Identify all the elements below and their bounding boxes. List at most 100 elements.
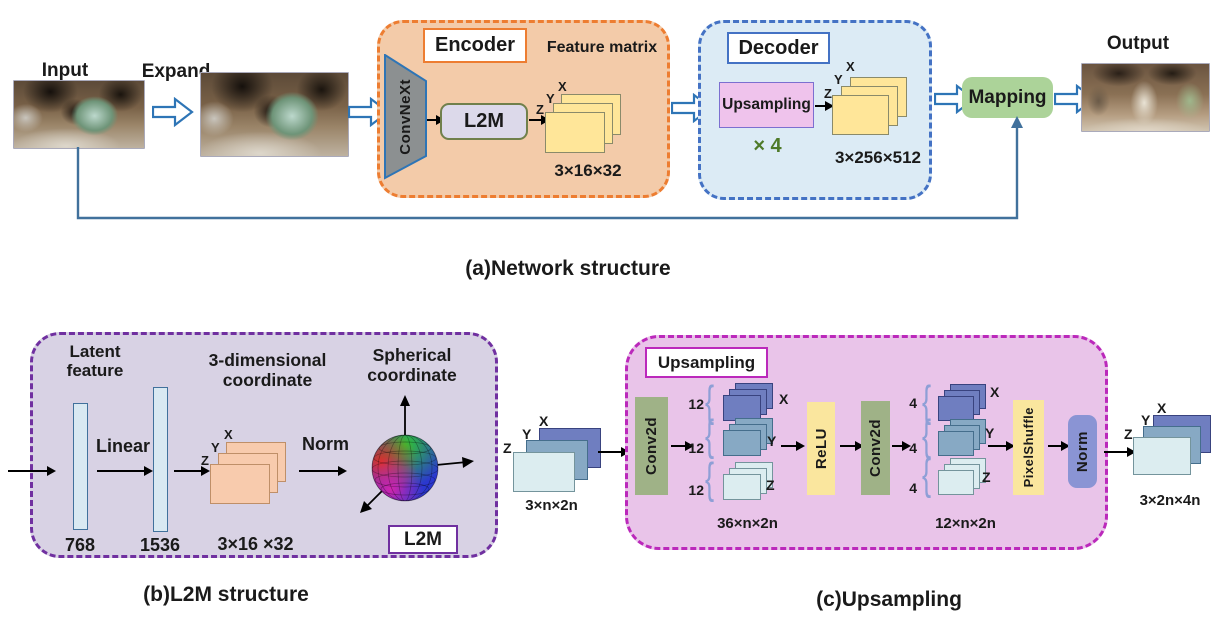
decoder-upsampling-box: Upsampling bbox=[719, 82, 814, 128]
upsampling-to-stack-arrow-icon bbox=[815, 101, 834, 111]
stack-card bbox=[210, 464, 270, 504]
axis-x-label: X bbox=[539, 413, 549, 429]
relu-label: ReLU bbox=[812, 427, 830, 470]
brace-icon: { bbox=[705, 454, 715, 503]
channel-count: 12 bbox=[688, 482, 704, 498]
axis-x-label: X bbox=[846, 59, 855, 74]
decoder-title: Decoder bbox=[727, 32, 830, 64]
brace-icon: { bbox=[922, 411, 932, 460]
pixelshuffle-label: PixelShuffle bbox=[1021, 407, 1036, 488]
relu-box: ReLU bbox=[807, 402, 835, 495]
brace-icon: { bbox=[922, 450, 932, 499]
brace-icon: { bbox=[922, 377, 932, 426]
axis-z-label: Z bbox=[1124, 426, 1133, 442]
latent-bar-768 bbox=[73, 403, 88, 530]
axis-z-label: Z bbox=[766, 477, 775, 493]
stack-card bbox=[513, 452, 575, 492]
axis-y-label: Y bbox=[211, 440, 220, 455]
c-norm-box: Norm bbox=[1068, 415, 1097, 488]
axis-z-label: Z bbox=[982, 469, 991, 485]
conv2d2-out-arrow-icon bbox=[892, 441, 911, 451]
c-title-box: Upsampling bbox=[645, 347, 768, 378]
l2m-to-stack-arrow-icon bbox=[529, 115, 550, 125]
channel-count: 12 bbox=[688, 396, 704, 412]
linear-label: Linear bbox=[95, 436, 151, 456]
stack-card bbox=[723, 395, 761, 421]
mid-dims-label: 3×n×2n bbox=[525, 497, 578, 514]
output-image bbox=[1081, 63, 1210, 132]
input-label: Input bbox=[41, 60, 89, 81]
stack-card bbox=[545, 112, 605, 153]
b-norm-label: Norm bbox=[301, 434, 349, 454]
coord3d-label: 3-dimensional coordinate bbox=[208, 350, 327, 390]
b-dims-label: 3×16 ×32 bbox=[217, 534, 294, 554]
expand-arrow-icon bbox=[152, 97, 194, 127]
decoder-dims-label: 3×256×512 bbox=[834, 148, 922, 167]
output-label: Output bbox=[1106, 33, 1170, 54]
caption-b: (b)L2M structure bbox=[143, 583, 309, 606]
axis-z-label: Z bbox=[503, 440, 512, 456]
stack-card bbox=[723, 430, 761, 456]
latent-bar-1536 bbox=[153, 387, 168, 532]
stack-card bbox=[832, 95, 889, 135]
channel-count: 4 bbox=[909, 480, 917, 496]
axis-x-label: X bbox=[779, 391, 789, 407]
c-output-arrow-icon bbox=[1104, 447, 1136, 457]
times4-label: × 4 bbox=[753, 135, 782, 157]
stack-card bbox=[938, 470, 974, 495]
sphere-graphic bbox=[360, 395, 474, 513]
axis-y-label: Y bbox=[985, 425, 995, 441]
axis-x-label: X bbox=[1157, 400, 1167, 416]
stack-card bbox=[938, 431, 974, 456]
axis-z-label: Z bbox=[536, 102, 544, 117]
mapping-box: Mapping bbox=[962, 77, 1053, 118]
expand-label: Expand bbox=[141, 61, 211, 82]
stack-card bbox=[1133, 437, 1191, 475]
group2-dims-label: 12×n×2n bbox=[935, 515, 996, 532]
l2m-tag-box: L2M bbox=[388, 525, 458, 554]
group1-out-arrow-icon bbox=[781, 441, 805, 451]
caption-c: (c)Upsampling bbox=[816, 588, 962, 611]
axis-z-label: Z bbox=[201, 453, 209, 468]
convnext-label: ConvNeXt bbox=[397, 79, 414, 155]
axis-x-label: X bbox=[558, 79, 567, 94]
conv2d-label: Conv2d bbox=[867, 418, 884, 477]
group1-dims-label: 36×n×2n bbox=[717, 515, 778, 532]
pixelshuffle-box: PixelShuffle bbox=[1013, 400, 1044, 495]
spherical-coord-label: Spherical coordinate bbox=[367, 345, 457, 385]
c-norm-label: Norm bbox=[1074, 430, 1091, 473]
stack-card bbox=[723, 474, 761, 500]
axis-x-label: X bbox=[990, 384, 1000, 400]
feature-matrix-label: Feature matrix bbox=[546, 39, 658, 56]
encoder-title: Encoder bbox=[423, 28, 527, 63]
expanded-image bbox=[200, 72, 349, 157]
norm-arrow-icon bbox=[299, 466, 347, 476]
axis-y-label: Y bbox=[767, 433, 777, 449]
mid-to-c-arrow-icon bbox=[598, 447, 630, 457]
caption-a: (a)Network structure bbox=[465, 257, 671, 280]
conv2d-label: Conv2d bbox=[643, 416, 660, 475]
convnext-shape-label-wrap: ConvNeXt bbox=[384, 54, 427, 180]
relu-to-conv2d-arrow-icon bbox=[840, 441, 864, 451]
stack-card bbox=[938, 396, 974, 421]
linear-arrow-icon bbox=[97, 466, 153, 476]
brace-icon: { bbox=[705, 411, 715, 460]
input-image bbox=[13, 80, 145, 149]
encoder-l2m-box: L2M bbox=[440, 103, 528, 140]
axis-z-label: Z bbox=[824, 86, 832, 101]
c-out-dims-label: 3×2n×4n bbox=[1139, 492, 1201, 509]
pixelshuffle-to-norm-arrow-icon bbox=[1048, 441, 1070, 451]
bar-768-label: 768 bbox=[64, 535, 96, 555]
latent-feature-label: Latent feature bbox=[66, 342, 124, 381]
axis-y-label: Y bbox=[834, 72, 843, 87]
axis-y-label: Y bbox=[1141, 412, 1151, 428]
conv2d-2-box: Conv2d bbox=[861, 401, 890, 495]
channel-count: 4 bbox=[909, 440, 917, 456]
brace-icon: { bbox=[705, 377, 715, 426]
group2-out-arrow-icon bbox=[988, 441, 1015, 451]
axis-y-label: Y bbox=[522, 426, 532, 442]
axis-x-label: X bbox=[224, 427, 233, 442]
channel-count: 12 bbox=[688, 440, 704, 456]
conv2d-1-box: Conv2d bbox=[635, 397, 668, 495]
